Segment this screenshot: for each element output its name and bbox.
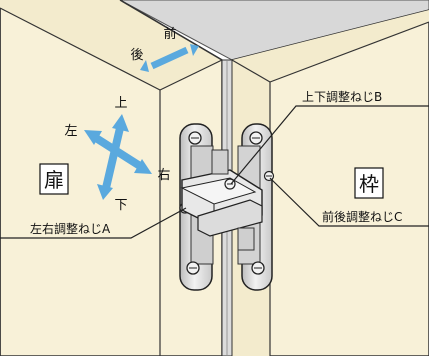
leader-lines — [0, 105, 429, 239]
door-label: 扉 — [44, 168, 64, 192]
hinge-arms — [180, 149, 263, 251]
door-label-box — [39, 163, 69, 195]
direction-right: 右 — [157, 168, 170, 183]
front-back-arrow — [140, 44, 199, 72]
direction-left: 左 — [64, 124, 77, 139]
direction-up: 上 — [114, 96, 127, 111]
direction-back: 後 — [130, 48, 143, 63]
callout-screw-c: 前後調整ねじC — [322, 209, 402, 224]
frame-label: 枠 — [359, 172, 379, 196]
direction-down: 下 — [114, 198, 127, 213]
up-down-left-right-arrows — [84, 114, 152, 200]
callout-screw-b: 上下調整ねじB — [302, 89, 382, 104]
top-gap — [119, 0, 429, 61]
callout-screw-a: 左右調整ねじA — [30, 221, 111, 236]
frame-label-box — [354, 167, 384, 199]
direction-front: 前 — [163, 26, 176, 42]
